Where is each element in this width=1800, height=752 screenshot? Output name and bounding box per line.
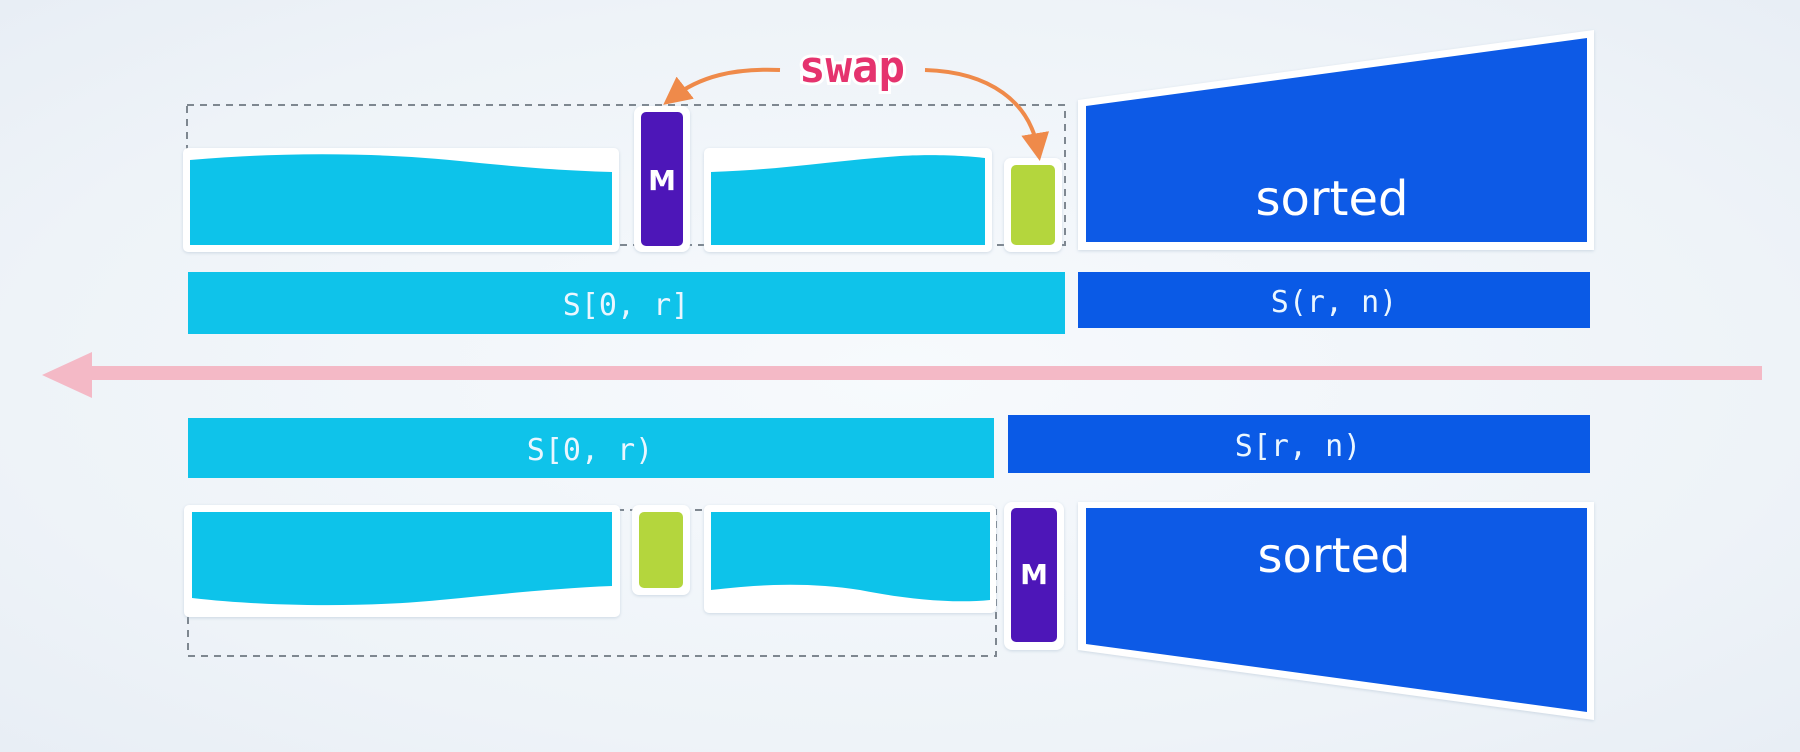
bottom-unsorted-block-left: [184, 505, 620, 617]
top-max-element: [634, 106, 690, 252]
bottom-sorted-label: sorted: [1258, 528, 1411, 584]
top-max-label: M: [648, 164, 676, 197]
top-right-range-bar: [1078, 272, 1590, 328]
top-left-range-bar: [188, 272, 1065, 334]
bottom-sorted-region: [1078, 502, 1594, 720]
top-left-range-label: S[0, r]: [563, 288, 689, 323]
bottom-right-range-label: S[r, n): [1235, 429, 1361, 464]
bottom-unsorted-block-right: [704, 505, 996, 613]
bottom-max-element: [1004, 502, 1064, 650]
top-sorted-region: [1078, 30, 1594, 250]
top-unsorted-block-left: [183, 148, 619, 252]
top-sorted-label: sorted: [1256, 171, 1409, 227]
swap-label: swap: [799, 42, 905, 93]
bottom-swap-target: [632, 505, 690, 595]
top-unsorted-block-right: [704, 148, 992, 252]
top-swap-target: [1004, 158, 1062, 252]
swap-arrow-right: [924, 68, 1050, 162]
bottom-right-range-bar: [1008, 415, 1590, 473]
top-right-range-label: S(r, n): [1271, 285, 1397, 320]
swap-arrow-left: [663, 67, 781, 105]
bottom-left-range-label: S[0, r): [527, 433, 653, 468]
bottom-row: S[0, r) S[r, n) M sor: [184, 415, 1594, 720]
bottom-left-range-bar: [188, 418, 994, 478]
bottom-max-label: M: [1020, 558, 1048, 591]
top-row: M sorted swap S[0, r] S(r, n): [183, 30, 1594, 334]
left-arrow-icon: [42, 352, 1762, 398]
